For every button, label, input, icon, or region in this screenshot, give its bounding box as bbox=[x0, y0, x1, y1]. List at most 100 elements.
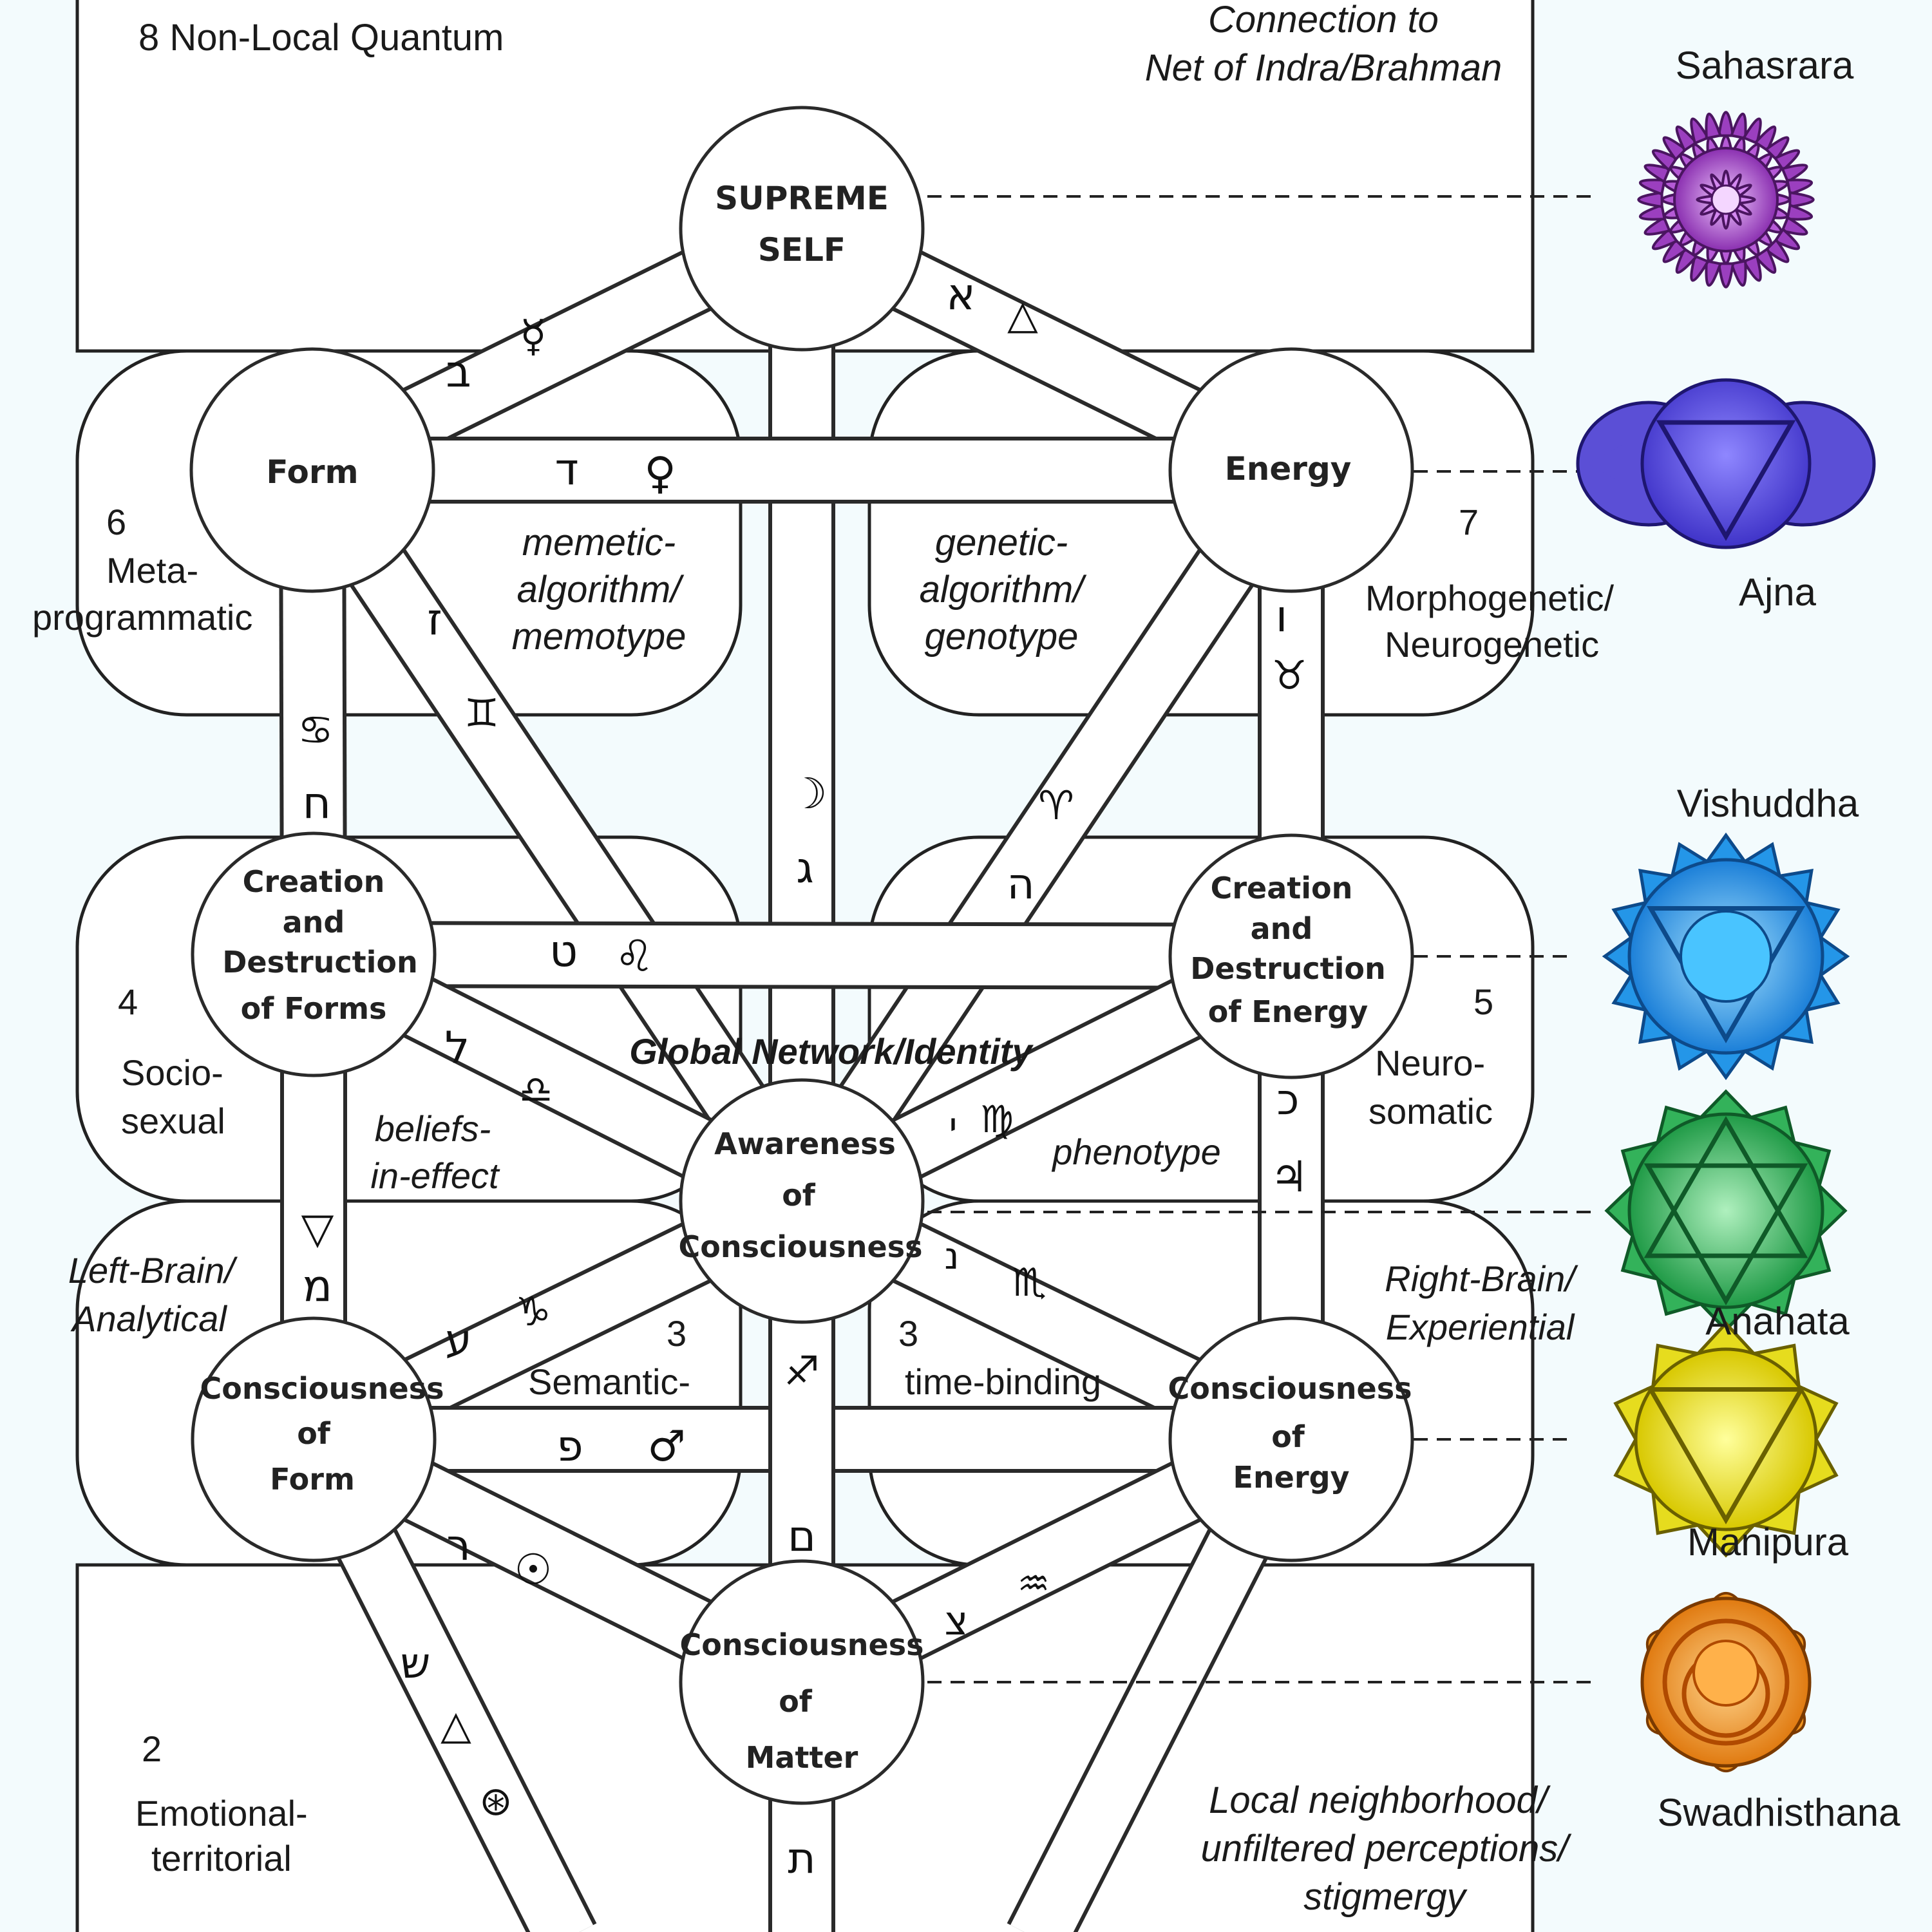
creation-forms-label-1: Creation bbox=[243, 864, 385, 899]
cons-matter-label-3: Matter bbox=[746, 1740, 858, 1775]
level-6-name-2: programmatic bbox=[32, 597, 252, 638]
level-labels: 8 Non-Local Quantum Connection to Net of… bbox=[32, 0, 1614, 1918]
node-form bbox=[189, 347, 435, 593]
symbol-mercury: ☿ bbox=[520, 311, 547, 362]
supreme-self-label-1: SUPREME bbox=[715, 180, 889, 217]
creation-forms-label-2: and bbox=[283, 905, 345, 940]
symbol-shin: ש bbox=[401, 1638, 431, 1688]
symbol-aquarius: ♒ bbox=[1018, 1563, 1050, 1605]
cons-energy-label-2: of bbox=[1271, 1419, 1305, 1454]
cons-energy-label-1: Consciousness bbox=[1168, 1371, 1412, 1406]
level-5-name-2: somatic bbox=[1368, 1091, 1493, 1132]
symbol-tav: ת bbox=[788, 1833, 815, 1883]
nodes-layer bbox=[189, 106, 1414, 1805]
level-7-name-1: Morphogenetic/ bbox=[1365, 578, 1614, 618]
symbol-daleth: ד bbox=[554, 444, 578, 495]
level-4-number: 4 bbox=[118, 981, 138, 1022]
symbol-leo: ♌ bbox=[615, 931, 654, 982]
level-6-number: 6 bbox=[106, 502, 126, 542]
creation-energy-label-2: and bbox=[1251, 911, 1313, 946]
memetic-line-3: memotype bbox=[512, 616, 687, 658]
level-6-name-1: Meta- bbox=[106, 550, 198, 591]
level-8-note-1: Connection to bbox=[1208, 0, 1439, 41]
memetic-line-2: algorithm/ bbox=[517, 569, 685, 611]
level-4-name-2: sexual bbox=[121, 1101, 225, 1141]
level-5-name-1: Neuro- bbox=[1375, 1043, 1485, 1083]
symbol-vav: ו bbox=[1276, 591, 1288, 642]
symbol-kaph: כ bbox=[1277, 1075, 1300, 1124]
node-supreme bbox=[679, 106, 925, 352]
symbol-sagittarius: ♐ bbox=[784, 1347, 820, 1394]
symbol-teth: ט bbox=[549, 926, 578, 977]
node-consf bbox=[191, 1316, 437, 1562]
creation-forms-label-4: of Forms bbox=[241, 991, 387, 1026]
node-labels: SUPREME SELF Form Energy Creation and De… bbox=[200, 180, 1412, 1775]
chakra-label-swadhisthana: Swadhisthana bbox=[1658, 1791, 1901, 1834]
sahasrara-icon bbox=[1637, 111, 1815, 289]
cons-form-label-3: Form bbox=[270, 1462, 355, 1497]
creation-energy-label-1: Creation bbox=[1211, 871, 1353, 905]
level-2-name-2: territorial bbox=[151, 1838, 292, 1879]
form-label: Form bbox=[266, 453, 358, 491]
level-2-number: 2 bbox=[142, 1728, 162, 1769]
chakra-labels: Sahasrara Ajna Vishuddha Anahata Manipur… bbox=[1658, 44, 1901, 1834]
energy-label: Energy bbox=[1225, 450, 1352, 488]
symbol-zayin: ז bbox=[427, 594, 442, 645]
genetic-line-2: algorithm/ bbox=[920, 569, 1088, 611]
level-2-note-3: stigmergy bbox=[1303, 1876, 1467, 1918]
symbol-libra: ♎ bbox=[519, 1068, 553, 1112]
symbol-aleph: א bbox=[946, 269, 975, 320]
cons-form-label-1: Consciousness bbox=[200, 1371, 444, 1406]
memetic-line-1: memetic- bbox=[522, 522, 676, 564]
symbol-venus: ♀ bbox=[644, 448, 676, 499]
level-7-number: 7 bbox=[1459, 502, 1479, 542]
awareness-label-2: of bbox=[782, 1178, 816, 1213]
node-aware bbox=[679, 1078, 925, 1324]
symbol-aries: ♈ bbox=[1038, 782, 1074, 829]
symbol-wheel: ⊛ bbox=[479, 1777, 513, 1824]
anahata-icon bbox=[1604, 1089, 1848, 1332]
symbol-tsadi: צ bbox=[945, 1597, 969, 1644]
left-brain-line-1: Left-Brain/ bbox=[68, 1250, 238, 1291]
symbol-nun: נ bbox=[944, 1234, 959, 1278]
beliefs-line-1: beliefs- bbox=[375, 1108, 491, 1149]
symbol-capricorn: ♑ bbox=[515, 1288, 551, 1335]
awareness-label-3: Consciousness bbox=[679, 1229, 923, 1264]
chakra-label-anahata: Anahata bbox=[1705, 1300, 1850, 1343]
path-cforms-cenergy bbox=[313, 921, 1292, 990]
manipura-icon bbox=[1613, 1321, 1839, 1558]
right-brain-line-2: Experiential bbox=[1386, 1307, 1575, 1347]
level-3a-number: 3 bbox=[667, 1313, 687, 1354]
supreme-self-label-2: SELF bbox=[758, 231, 846, 269]
symbol-ayin: ע bbox=[445, 1315, 471, 1365]
vishuddha-icon bbox=[1602, 832, 1850, 1081]
chakras-layer bbox=[1576, 111, 1876, 1772]
level-4-name-1: Socio- bbox=[121, 1052, 223, 1093]
genetic-line-1: genetic- bbox=[935, 522, 1068, 564]
symbol-mars: ♂ bbox=[647, 1421, 685, 1471]
node-conse bbox=[1168, 1316, 1414, 1562]
chakra-label-sahasrara: Sahasrara bbox=[1676, 44, 1854, 87]
symbol-taurus: ♉ bbox=[1271, 652, 1307, 699]
symbol-resh: ר bbox=[446, 1520, 470, 1570]
path-symbols: א △ ב ☿ ד ♀ ז ♊ ו ♉ ♋ ח ☽ ג ♈ ה ט ♌ ל ♎ … bbox=[298, 269, 1308, 1883]
awareness-label-1: Awareness bbox=[714, 1126, 896, 1161]
chakra-label-manipura: Manipura bbox=[1687, 1520, 1849, 1564]
symbol-beth: ב bbox=[446, 346, 471, 397]
annotations: memetic- algorithm/ memotype genetic- al… bbox=[68, 522, 1578, 1347]
ajna-icon bbox=[1576, 378, 1876, 549]
chakra-label-ajna: Ajna bbox=[1739, 571, 1817, 614]
symbol-pe: פ bbox=[556, 1421, 583, 1471]
cons-energy-label-3: Energy bbox=[1233, 1460, 1350, 1495]
chakra-label-vishuddha: Vishuddha bbox=[1677, 782, 1859, 825]
path-form-aware bbox=[284, 451, 830, 1220]
symbol-fire-triangle: △ bbox=[440, 1701, 471, 1748]
level-2-note-2: unfiltered perceptions/ bbox=[1201, 1828, 1573, 1870]
level-3b-name: time-binding bbox=[905, 1361, 1101, 1402]
symbol-samekh: ם bbox=[788, 1511, 816, 1561]
symbol-gemini: ♊ bbox=[464, 691, 499, 736]
cons-matter-label-2: of bbox=[779, 1684, 813, 1719]
node-cforms bbox=[191, 831, 437, 1077]
